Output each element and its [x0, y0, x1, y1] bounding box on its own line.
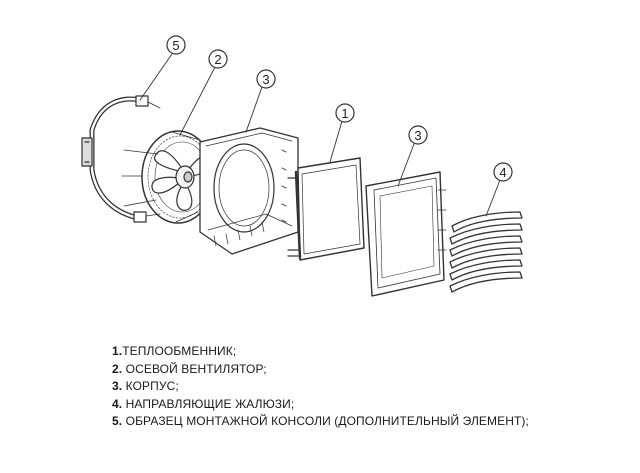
- svg-text:4: 4: [499, 165, 506, 180]
- heat-exchanger: [287, 157, 365, 261]
- svg-text:1: 1: [341, 106, 348, 121]
- legend-item-4: 4. НАПРАВЛЯЮЩИЕ ЖАЛЮЗИ;: [112, 396, 295, 411]
- housing-rear: [199, 127, 299, 255]
- svg-text:3: 3: [262, 72, 269, 87]
- legend-item-2: 2. ОСЕВОЙ ВЕНТИЛЯТОР;: [112, 361, 267, 376]
- legend-item-3: 3. КОРПУС;: [112, 379, 179, 393]
- parts-legend: 1.ТЕПЛООБМЕННИК; 2. ОСЕВОЙ ВЕНТИЛЯТОР; 3…: [112, 343, 529, 431]
- guide-louvers: [449, 211, 523, 293]
- callout-5: 5: [166, 35, 186, 55]
- svg-text:3: 3: [414, 128, 421, 143]
- callout-1: 1: [335, 103, 355, 123]
- housing-front: [365, 171, 447, 297]
- svg-text:2: 2: [214, 52, 221, 67]
- callout-3-rear: 3: [256, 69, 276, 89]
- legend-item-1: 1.ТЕПЛООБМЕННИК;: [112, 344, 237, 358]
- callout-4: 4: [493, 162, 513, 182]
- svg-text:5: 5: [172, 38, 179, 53]
- callout-2: 2: [208, 49, 228, 69]
- callout-3-front: 3: [408, 125, 428, 145]
- legend-item-5: 5. ОБРАЗЕЦ МОНТАЖНОЙ КОНСОЛИ (ДОПОЛНИТЕЛ…: [112, 414, 529, 428]
- leader-lines: [139, 53, 501, 217]
- mounting-bracket: [81, 95, 161, 223]
- exploded-view-diagram: 5 2 3 1 3 4: [81, 35, 523, 297]
